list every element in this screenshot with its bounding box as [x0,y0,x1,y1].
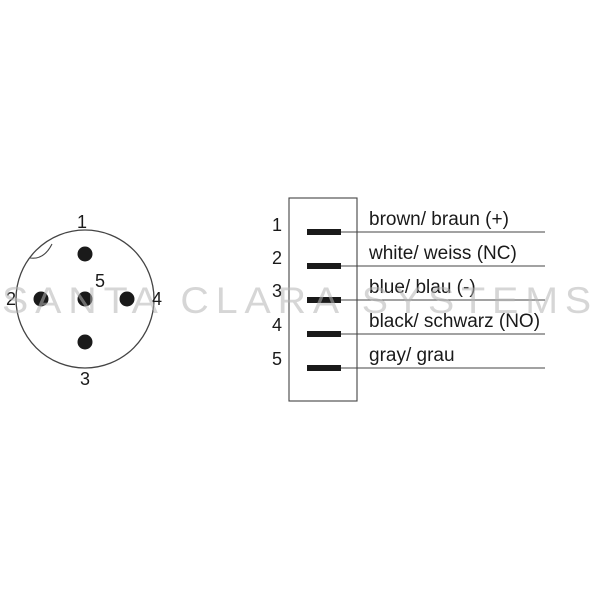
row-4-wire-label: black/ schwarz (NO) [369,311,540,332]
pin-2-contact [33,291,49,307]
row-2-contact-bar [307,263,341,269]
row-4-contact-bar [307,331,341,337]
terminal-row: 1 brown/ braun (+) [272,209,545,235]
connector-face: 1 2 3 4 5 [6,212,162,389]
row-1-number: 1 [272,215,282,235]
pin-2-label: 2 [6,289,16,309]
pin-5-label: 5 [95,271,105,291]
terminal-row: 4 black/ schwarz (NO) [272,311,545,337]
row-1-contact-bar [307,229,341,235]
watermark-text: SANTA CLARA SYSTEMS [2,280,598,321]
row-5-number: 5 [272,349,282,369]
pin-4-label: 4 [152,289,162,309]
pin-5-contact [77,291,93,307]
pin-3-label: 3 [80,369,90,389]
row-1-wire-label: brown/ braun (+) [369,209,509,230]
terminal-row: 3 blue/ blau (-) [272,277,545,303]
coding-key-notch [29,243,53,259]
row-5-wire-label: gray/ grau [369,345,455,366]
terminal-row: 2 white/ weiss (NC) [272,243,545,269]
pin-1-contact [77,246,93,262]
row-3-wire-label: blue/ blau (-) [369,277,476,298]
row-2-wire-label: white/ weiss (NC) [368,243,517,264]
pin-1-label: 1 [77,212,87,232]
row-3-contact-bar [307,297,341,303]
row-2-number: 2 [272,248,282,268]
terminal-row: 5 gray/ grau [272,345,545,371]
row-3-number: 3 [272,281,282,301]
row-5-contact-bar [307,365,341,371]
pin-3-contact [77,334,93,350]
terminal-block: 1 brown/ braun (+) 2 white/ weiss (NC) 3… [272,197,545,402]
pin-4-contact [119,291,135,307]
row-4-number: 4 [272,315,282,335]
